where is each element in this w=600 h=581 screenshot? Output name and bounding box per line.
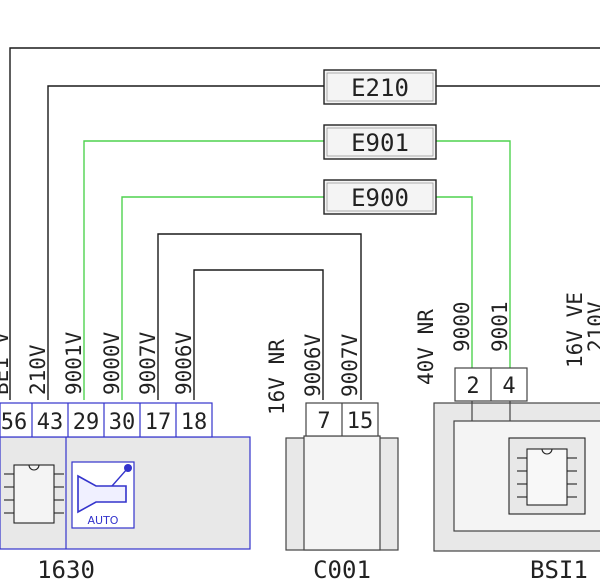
pin-17: 17 [145,410,172,435]
component-c001-label: C001 [313,556,371,581]
wire-label-9006v: 9006V [172,331,196,395]
ic-chip-icon [4,464,64,524]
wire-be1v [9,47,600,400]
wire-label-9000v: 9000V [100,331,124,395]
pin-29: 29 [73,410,100,435]
auto-gearbox-icon: AUTO [71,461,135,529]
wire-label-210v: 210V [26,344,50,395]
wire-9007v [157,233,362,400]
connector-1630-pins [0,402,213,438]
wire-210v [47,85,324,400]
ic-chip-icon [508,437,586,515]
component-bsi1: 40V NR 9000 9001 16V VE 210V 2 4 BSI1 [414,292,600,581]
wire-label-c001-9006v: 9006V [301,333,325,397]
pin-43: 43 [37,410,64,435]
wire-9000v [121,196,324,400]
component-1630-label: 1630 [37,556,95,581]
pin-56: 56 [1,410,28,435]
pin-15: 15 [347,409,374,434]
wires [9,47,600,400]
wire-9001v [83,140,324,400]
wire-label-9001v: 9001V [62,331,86,395]
harness-label-e210: E210 [351,74,409,102]
pin-18: 18 [181,410,208,435]
harness-connectors: E210 E901 E900 [323,69,437,215]
harness-e901: E901 [323,124,437,160]
wire-label-bsi-9000: 9000 [450,301,474,352]
wire-label-16vnr: 16V NR [265,339,289,415]
wire-label-bsi-9001: 9001 [488,301,512,352]
wire-label-be1v: BE1 V [0,331,13,395]
wire-label-16vve: 16V VE [563,292,587,368]
wire-label-bsi-210v: 210V [584,301,600,352]
harness-e900: E900 [323,179,437,215]
wire-label-c001-9007v: 9007V [338,333,362,397]
auto-label: AUTO [88,514,119,527]
pin-2: 2 [466,374,479,399]
harness-e210: E210 [323,69,437,105]
wire-9000-bsi [436,196,473,368]
pin-30: 30 [109,410,136,435]
pin-4: 4 [502,374,515,399]
pin-7: 7 [317,409,330,434]
wire-9006v [193,269,324,400]
component-c001: 16V NR 9006V 9007V 7 15 C001 [265,333,399,581]
harness-label-e900: E900 [351,184,409,212]
wire-label-9007v: 9007V [136,331,160,395]
component-1630: BE1 V 210V 9001V 9000V 9007V 9006V 56 43… [0,331,251,581]
wire-9001-bsi [436,140,511,368]
harness-label-e901: E901 [351,129,409,157]
component-bsi1-label: BSI1 [530,556,588,581]
wire-label-40vnr: 40V NR [414,309,438,385]
